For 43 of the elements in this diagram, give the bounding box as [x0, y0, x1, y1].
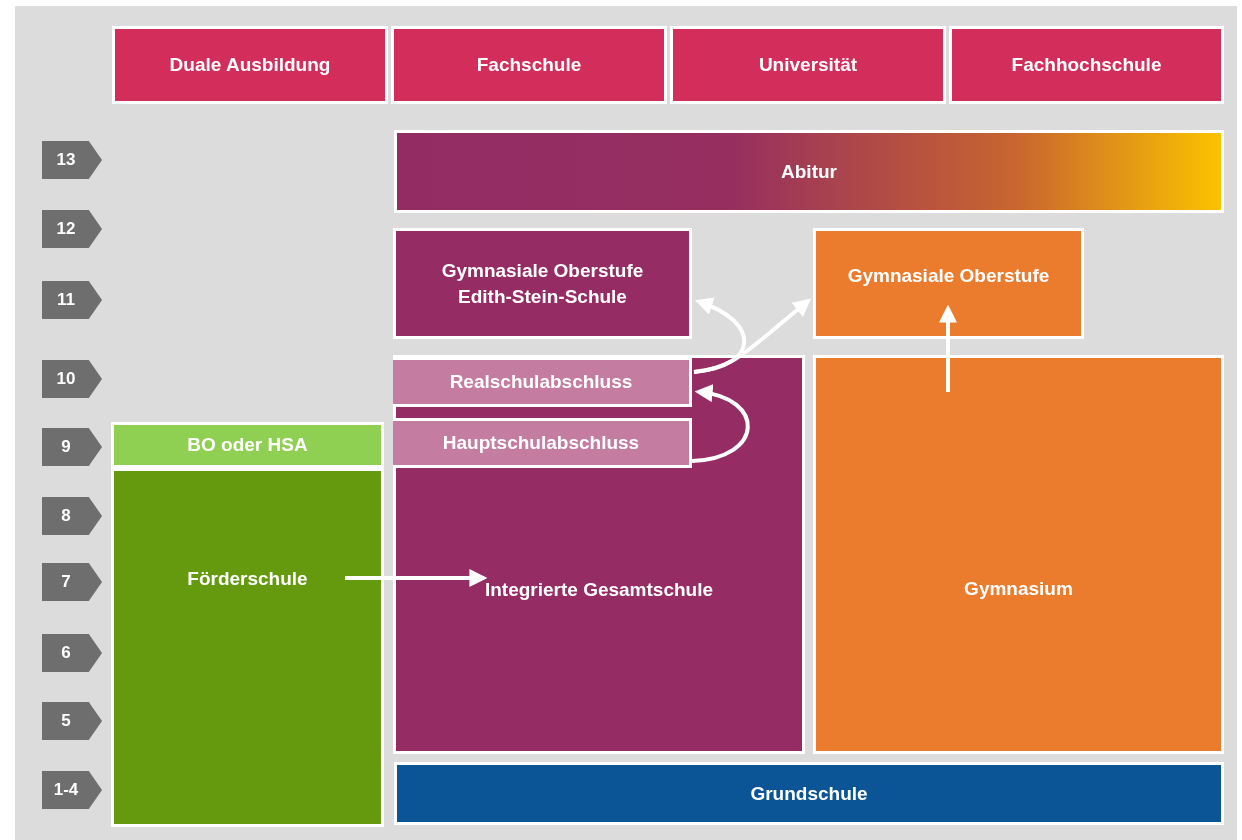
node-label: Fachhochschule	[1011, 53, 1162, 78]
arrow	[693, 298, 747, 374]
grade-marker: 8	[42, 497, 102, 535]
school-block	[111, 468, 384, 827]
grade-marker: 7	[42, 563, 102, 601]
grade-marker: 6	[42, 634, 102, 672]
school-block	[813, 228, 1084, 339]
node-label: Fachschule	[476, 53, 582, 78]
grade-marker: 12	[42, 210, 102, 248]
qualification-band	[394, 130, 1224, 213]
grade-marker: 13	[42, 141, 102, 179]
grade-marker: 1-4	[42, 771, 102, 809]
grade-marker: 9	[42, 428, 102, 466]
arrow	[693, 298, 812, 374]
node-label: Abitur	[781, 159, 837, 184]
node-label: Gymnasium	[964, 576, 1073, 601]
node-label: Duale Ausbildung	[169, 53, 331, 78]
node-label: Hauptschulabschluss	[442, 431, 640, 456]
school-block	[394, 762, 1224, 825]
node-label: BO oder HSA	[187, 433, 308, 458]
grade-marker: 10	[42, 360, 102, 398]
arrow	[345, 569, 488, 587]
education-path-box	[949, 26, 1224, 104]
education-path-box	[391, 26, 667, 104]
node-label: Förderschule	[187, 566, 308, 591]
education-path-box	[112, 26, 388, 104]
school-block	[393, 228, 692, 339]
node-label: Gymnasiale Oberstufe	[847, 263, 1050, 288]
node-label: Integrierte Gesamtschule	[484, 577, 714, 602]
qualification-band	[393, 418, 692, 468]
school-block	[813, 355, 1224, 754]
school-block	[393, 355, 805, 754]
qualification-band	[111, 422, 384, 468]
node-label: Grundschule	[750, 781, 868, 806]
grade-marker: 11	[42, 281, 102, 319]
arrow	[691, 385, 750, 463]
education-path-box	[670, 26, 946, 104]
node-label: Universität	[758, 53, 858, 78]
grade-marker: 5	[42, 702, 102, 740]
node-label: Gymnasiale Oberstufe Edith-Stein-Schule	[440, 258, 645, 309]
arrow	[939, 304, 957, 392]
node-label: Realschulabschluss	[449, 370, 633, 395]
qualification-band	[393, 357, 692, 407]
